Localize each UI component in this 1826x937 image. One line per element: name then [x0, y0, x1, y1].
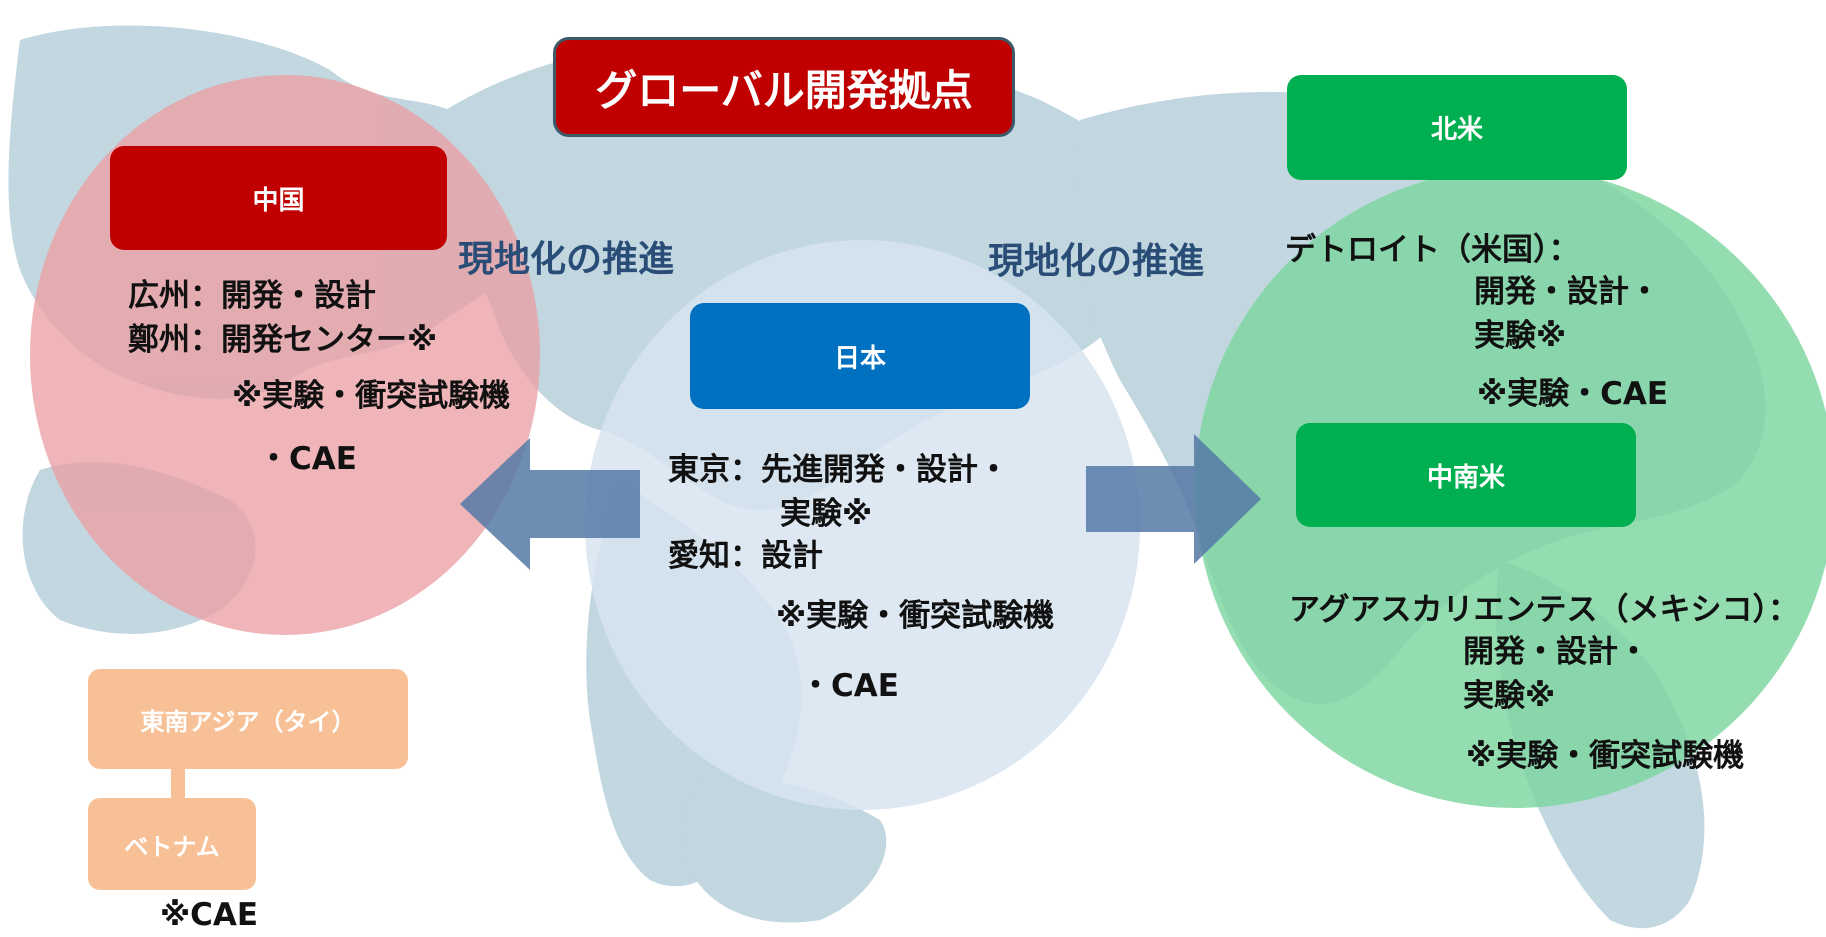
arrow-right-icon [1086, 434, 1261, 564]
china-zhengzhou-text: 鄭州：開発センター※ [128, 322, 438, 358]
latin-america-box: 中南米 [1296, 423, 1636, 527]
china-guangzhou-text: 広州：開発・設計 [128, 278, 376, 314]
japan-tokyo-text: 東京：先進開発・設計・ [668, 452, 1009, 488]
slogan-localization-right: 現地化の推進 [988, 241, 1205, 282]
japan-aichi-text: 愛知：設計 [668, 538, 823, 574]
japan-note-test-text: ※実験・衝突試験機 [776, 598, 1055, 634]
latin-america-detail-text: 開発・設計・ [1463, 634, 1649, 670]
china-box: 中国 [110, 146, 447, 250]
north-america-note-text: ※実験・CAE [1477, 376, 1669, 412]
arrow-left-icon [460, 438, 640, 570]
japan-note-cae-text: ・CAE [800, 668, 899, 704]
vietnam-box: ベトナム [88, 798, 256, 890]
north-america-box: 北米 [1287, 75, 1627, 180]
latin-america-note-text: ※実験・衝突試験機 [1466, 738, 1745, 774]
slogan-localization-left: 現地化の推進 [458, 239, 675, 280]
southeast-asia-note-text: ※CAE [160, 897, 259, 933]
japan-box: 日本 [690, 303, 1030, 409]
page-title: グローバル開発拠点 [553, 37, 1015, 137]
china-note-cae-text: ・CAE [258, 441, 357, 477]
southeast-asia-box: 東南アジア（タイ） [88, 669, 408, 769]
latin-america-detail-text-2: 実験※ [1463, 678, 1556, 714]
japan-tokyo-text-cont: 実験※ [780, 496, 873, 532]
southeast-asia-connector [171, 768, 185, 800]
north-america-detail-text: 開発・設計・ [1474, 274, 1660, 310]
north-america-detail-text-2: 実験※ [1474, 318, 1567, 354]
north-america-detroit-text: デトロイト（米国）： [1285, 232, 1580, 268]
latin-america-aguascalientes-text: アグアスカリエンテス（メキシコ）： [1289, 592, 1799, 628]
china-note-test-text: ※実験・衝突試験機 [232, 378, 511, 414]
